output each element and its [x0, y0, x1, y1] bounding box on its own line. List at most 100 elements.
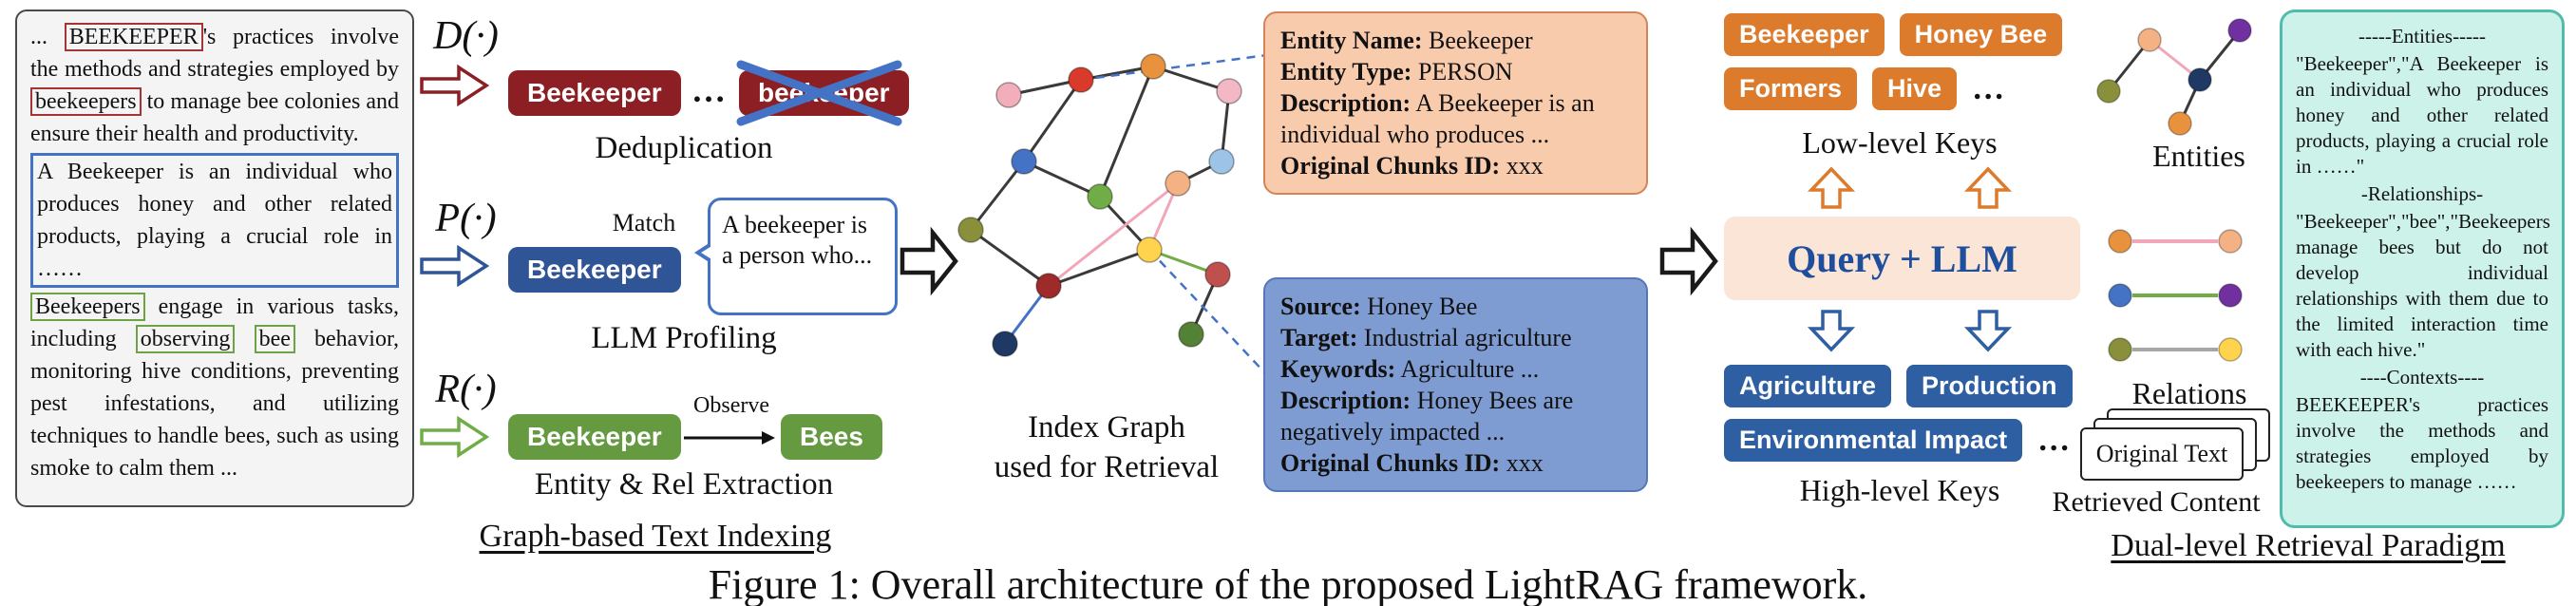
doc-segment: Beekeepers engage in various tasks, incl…	[30, 293, 399, 481]
low-level-keys-label: Low-level Keys	[1802, 125, 1998, 160]
up-arrow-icon	[1807, 166, 1856, 209]
profile-speech-bubble: A beekeeper is a person who...	[694, 198, 898, 315]
extract-entity-badge: Beekeeper	[508, 414, 681, 460]
observe-arrow-icon	[684, 431, 775, 445]
graph-edge	[1023, 160, 1101, 199]
graph-node	[2108, 229, 2132, 254]
graph-node	[957, 217, 984, 243]
graph-node	[995, 82, 1022, 108]
graph-node	[2108, 283, 2132, 308]
highlighted-term: bee	[254, 325, 295, 353]
graph-node	[2218, 337, 2243, 362]
graph-node	[2096, 79, 2121, 104]
highlighted-term: BEEKEEPER	[64, 23, 203, 51]
graph-edge	[1048, 181, 1179, 288]
entities-cluster-svg	[2096, 18, 2252, 136]
flow-arrow-icon	[1659, 226, 1718, 296]
relation-pair	[2108, 337, 2243, 362]
graph-node	[1035, 273, 1062, 299]
card-row: Target: Industrial agriculture	[1280, 324, 1572, 351]
extract-arrow-icon	[420, 415, 490, 459]
graph-node	[1011, 148, 1037, 175]
retrieved-content-label: Retrieved Content	[2052, 486, 2261, 518]
ellipsis: …	[1972, 70, 2005, 106]
query-llm-box: Query + LLM	[1724, 217, 2080, 300]
card-row: Description: A Beekeeper is an individua…	[1280, 89, 1595, 148]
dual-level-section-label: Dual-level Retrieval Paradigm	[2111, 528, 2506, 563]
graph-node	[2218, 229, 2243, 254]
up-arrow-icon	[1963, 166, 2013, 209]
key-badge: Agriculture	[1724, 365, 1892, 407]
dedup-entity-badge: Beekeeper	[508, 70, 681, 116]
index-graph-label-line1: Index Graph	[1028, 410, 1185, 445]
card-row: Entity Type: PERSON	[1280, 58, 1513, 85]
extraction-label: Entity & Rel Extraction	[534, 467, 834, 502]
dedup-arrow-icon	[420, 64, 490, 107]
graph-node	[2108, 337, 2132, 362]
key-badge: Production	[1906, 365, 2073, 407]
graph-edge	[969, 161, 1026, 231]
graph-edge	[1022, 79, 1083, 162]
highlighted-term: observing	[135, 325, 236, 353]
high-level-keys-label: High-level Keys	[1799, 473, 2000, 507]
relation-pair	[2108, 229, 2243, 254]
down-arrow-icon	[1807, 310, 1856, 352]
card-row: Description: Honey Bees are negatively i…	[1280, 387, 1574, 445]
relations-rows	[2104, 222, 2246, 385]
contexts-body: BEEKEEPER's practices involve the method…	[2296, 393, 2548, 493]
callout-connector-line	[1080, 53, 1268, 82]
source-document: ... BEEKEEPER's practices involve the me…	[15, 9, 414, 507]
entities-label: Entities	[2152, 139, 2245, 173]
relationships-body: "Beekeeper","bee","Beekeepers manage bee…	[2296, 210, 2550, 361]
graph-edge	[1152, 65, 1230, 93]
card-row: Original Chunks ID: xxx	[1280, 152, 1544, 180]
original-text-stack: Original Text	[2080, 408, 2280, 484]
profile-arrow-icon	[420, 244, 490, 288]
extract-target-badge: Bees	[781, 414, 882, 460]
key-badge: Environmental Impact	[1724, 419, 2023, 462]
extract-operator-label: R(·)	[435, 368, 497, 411]
original-text-document: Original Text	[2080, 427, 2244, 481]
profile-entity-badge: Beekeeper	[508, 247, 681, 293]
cross-out-icon	[736, 60, 902, 126]
down-arrow-icon	[1963, 310, 2013, 352]
graph-node	[1087, 183, 1113, 210]
graph-node	[1178, 321, 1204, 348]
relationships-header: -Relationships-	[2360, 182, 2484, 205]
graph-edge	[970, 228, 1050, 288]
doc-segment-boxed: A Beekeeper is an individual who produce…	[30, 153, 399, 288]
card-row: Original Chunks ID: xxx	[1280, 449, 1544, 477]
graph-edge	[1048, 248, 1150, 288]
graph-node	[2227, 18, 2252, 43]
profiling-label: LLM Profiling	[591, 321, 777, 355]
relations-label: Relations	[2131, 376, 2247, 410]
dedup-label: Deduplication	[595, 131, 773, 165]
graph-node	[2137, 28, 2162, 52]
key-badge: Beekeeper	[1724, 13, 1885, 56]
profile-operator-label: P(·)	[435, 197, 497, 240]
card-row: Source: Honey Bee	[1280, 293, 1478, 320]
highlighted-term: beekeepers	[30, 87, 142, 116]
graph-node	[1216, 78, 1242, 104]
graph-node	[1208, 148, 1235, 175]
graph-node	[2188, 67, 2212, 92]
graph-node	[1136, 237, 1163, 263]
flow-arrow-icon	[900, 226, 958, 296]
graph-node	[992, 331, 1018, 357]
ellipsis: …	[2037, 422, 2071, 458]
graph-edge	[1098, 66, 1155, 198]
graph-node	[1204, 261, 1231, 288]
graph-node	[1140, 53, 1166, 80]
figure-caption: Figure 1: Overall architecture of the pr…	[708, 561, 1868, 606]
callout-connector-line	[1148, 249, 1268, 376]
observe-edge-label: Observe	[693, 393, 769, 418]
key-badge: Formers	[1724, 67, 1858, 110]
graph-node	[1068, 66, 1094, 93]
relation-pair	[2108, 283, 2243, 308]
doc-segment: ... BEEKEEPER's practices involve the me…	[30, 23, 399, 146]
